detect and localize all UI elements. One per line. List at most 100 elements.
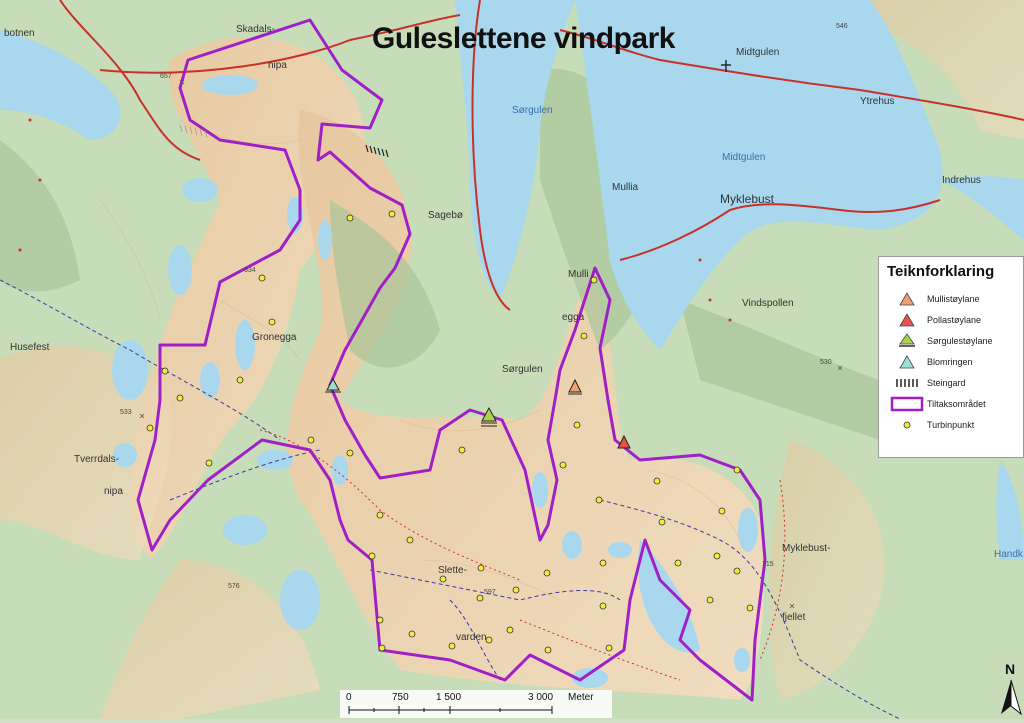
turbine-point: [161, 367, 169, 375]
water-bodies: [0, 0, 1024, 688]
north-label: N: [1005, 661, 1015, 677]
legend-item-pollastoylane: Pollastøylane: [887, 309, 1015, 330]
place-label: Mullia: [612, 182, 639, 193]
turbine-point: [477, 564, 485, 572]
turbine-point: [236, 376, 244, 384]
place-labels: botnen Skadals- nipa Sørgulen Midtgulen …: [4, 24, 1024, 643]
turbine-point: [718, 507, 726, 515]
place-label: Sørgulen: [512, 105, 553, 116]
place-label: Sagebø: [428, 210, 463, 221]
triangle-icon: [887, 312, 927, 328]
place-label: Sørgulen: [502, 364, 543, 375]
place-label: fjellet: [782, 612, 806, 623]
turbine-point: [388, 210, 396, 218]
place-label: Myklebust-: [782, 543, 830, 554]
triangle-icon: [887, 354, 927, 370]
turbine-point: [378, 644, 386, 652]
turbine-point: [458, 446, 466, 454]
polygon-icon: [887, 396, 927, 412]
turbine-point: [376, 616, 384, 624]
elevation-label: 546: [836, 23, 848, 30]
turbine-point: [439, 575, 447, 583]
stoyl-markers: [325, 377, 631, 449]
turbine-point: [733, 567, 741, 575]
elevation-label: 657: [160, 73, 172, 80]
turbine-point: [376, 511, 384, 519]
turbine-point: [653, 477, 661, 485]
place-label: Slette-: [438, 565, 467, 576]
fjord-left: [0, 30, 121, 140]
place-label: Myklebust: [720, 192, 775, 206]
map-title: Guleslettene vindpark: [372, 22, 675, 55]
north-arrow: N: [998, 660, 1024, 716]
elevation-label: 530: [820, 359, 832, 366]
project-boundary[interactable]: [136, 18, 767, 702]
elevation-labels: 657 634 533 576 597 715 530 546: [120, 23, 848, 596]
roads: [59, 0, 1024, 311]
scale-label: 750: [392, 692, 409, 703]
legend-item-label: Turbinpunkt: [927, 419, 975, 430]
turbine-point: [706, 596, 714, 604]
road-east-shore: [559, 29, 1024, 121]
legend-item-steingard: Steingard: [887, 372, 1015, 393]
place-label: egga: [562, 312, 585, 323]
place-label: Indrehus: [942, 175, 981, 186]
turbine-point: [408, 630, 416, 638]
pollastoylane-triangle: [617, 434, 631, 449]
elevation-label: 715: [762, 561, 774, 568]
turbine-point: [573, 421, 581, 429]
turbine-point: [658, 518, 666, 526]
scale-label: 0: [346, 692, 352, 703]
turbine-point: [268, 318, 276, 326]
contours: [99, 119, 951, 601]
legend-item-blomringen: Blomringen: [887, 351, 1015, 372]
lake-sorgulen: [455, 0, 575, 300]
turbine-point: [485, 636, 493, 644]
legend-item-label: Sørgulestøylane: [927, 335, 993, 346]
place-label: Ytrehus: [860, 96, 894, 107]
tracks-red: [259, 429, 786, 681]
scale-bar: 0 750 1 500 3 000 Meter: [340, 690, 612, 718]
scale-label: 3 000: [528, 692, 553, 703]
place-label: nipa: [104, 486, 123, 497]
legend-item-label: Blomringen: [927, 356, 973, 367]
place-label: Skadals-: [236, 24, 275, 35]
turbine-point: [146, 424, 154, 432]
mullistoylane-triangle: [568, 378, 582, 393]
triangle-icon: [887, 332, 927, 349]
turbine-point: [713, 552, 721, 560]
turbine-point: [512, 586, 520, 594]
trails: [0, 279, 901, 719]
place-label: Midtgulen: [722, 152, 765, 163]
steingard-wall: [365, 144, 389, 158]
place-label: nipa: [268, 60, 287, 71]
turbine-point: [746, 604, 754, 612]
turbine-point: [580, 332, 588, 340]
turbine-point: [476, 594, 484, 602]
legend-item-label: Tiltaksområdet: [927, 398, 986, 409]
legend-item-mullistoylane: Mullistøylane: [887, 288, 1015, 309]
elevation-label: 597: [484, 589, 496, 596]
place-label: Handk: [994, 549, 1024, 560]
lake-midtgulen: [575, 0, 943, 350]
turbine-point: [346, 449, 354, 457]
legend-item-label: Steingard: [927, 377, 966, 388]
scale-unit: Meter: [568, 692, 594, 703]
place-label: Gronegga: [252, 332, 297, 343]
fjord-right: [940, 176, 1024, 240]
legend-item-label: Mullistøylane: [927, 293, 980, 304]
turbine-point: [733, 466, 741, 474]
turbine-point: [590, 276, 598, 284]
triangle-icon: [887, 291, 927, 307]
road-sorgulen: [471, 0, 511, 311]
legend-title: Teiknforklaring: [887, 263, 995, 280]
turbine-point: [599, 602, 607, 610]
steingard-wall-faint: [179, 124, 208, 138]
place-label: Mulli: [568, 269, 589, 280]
legend-item-sorgulestoylane: Sørgulestøylane: [887, 330, 1015, 351]
church-icon: [721, 60, 731, 72]
blomringen-triangle: [326, 377, 340, 391]
road-myklebust: [619, 199, 941, 261]
turbine-point: [205, 459, 213, 467]
